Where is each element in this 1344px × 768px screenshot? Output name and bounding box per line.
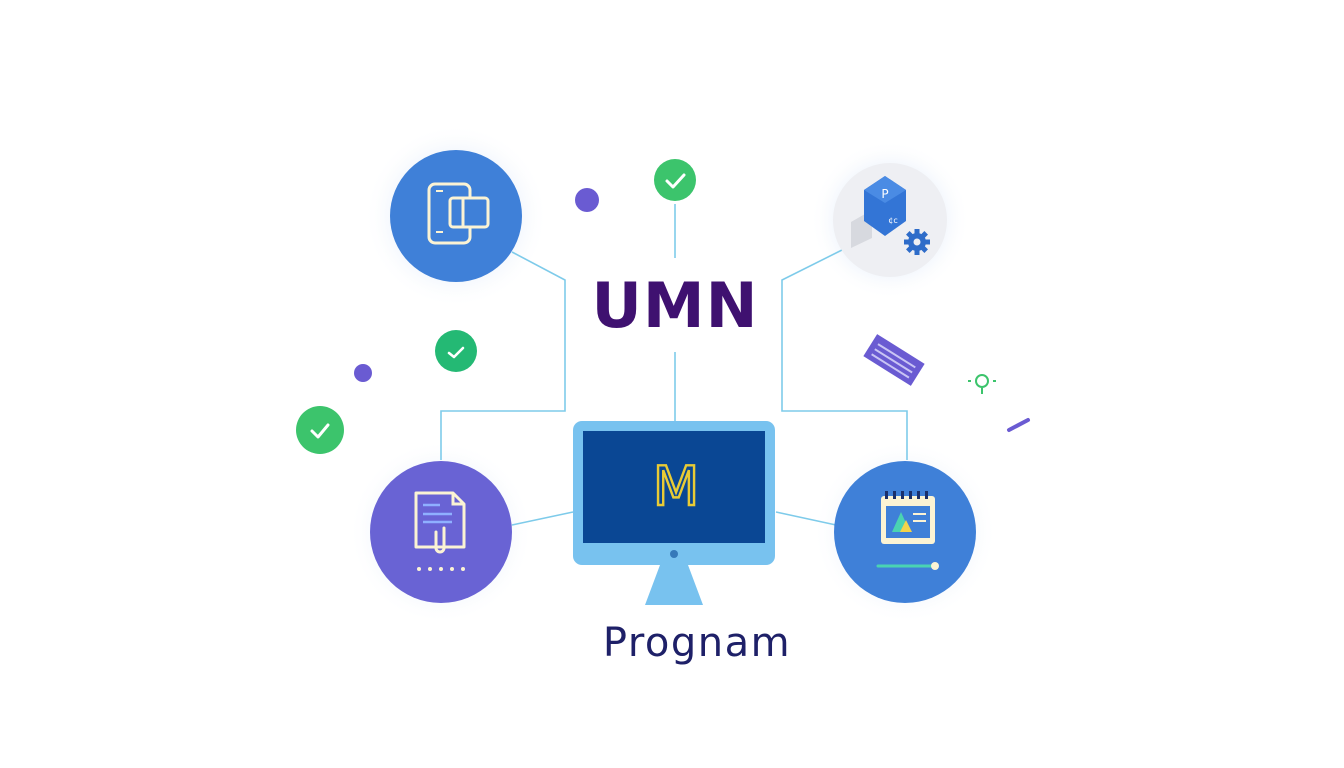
check-badge-top [654,159,696,201]
gear-icon [904,229,930,255]
connector-bottom-right [775,511,837,526]
decor-bar-icon [863,334,925,386]
calendar-chart-icon [876,491,939,570]
monitor-icon: M [573,421,775,605]
connector-top-right [781,249,908,460]
check-badge-middle [435,330,477,372]
monitor-letter: M [653,455,700,518]
connector-bottom-left [511,511,574,526]
gear-cube-icon: P ¢c [851,176,930,255]
monitor-screen [583,431,765,543]
connector-lines [440,204,908,526]
connector-top-left [440,251,566,460]
node-bottom-right [834,461,976,603]
lightbulb-icon [968,374,996,394]
svg-text:P: P [881,187,888,201]
diagram-subtitle: Prognam [602,620,792,666]
node-top-left [390,150,522,282]
decor-dot-left [354,364,372,382]
node-top-right: P ¢c [833,163,947,277]
svg-text:¢c: ¢c [888,216,898,225]
decor-dot-top [575,188,599,212]
check-badge-left [296,406,344,454]
tablet-devices-icon [427,182,490,245]
diagram-title: UMN [591,269,759,342]
document-clip-icon [414,491,466,571]
decor-dash [1007,418,1030,432]
node-bottom-left [370,461,512,603]
